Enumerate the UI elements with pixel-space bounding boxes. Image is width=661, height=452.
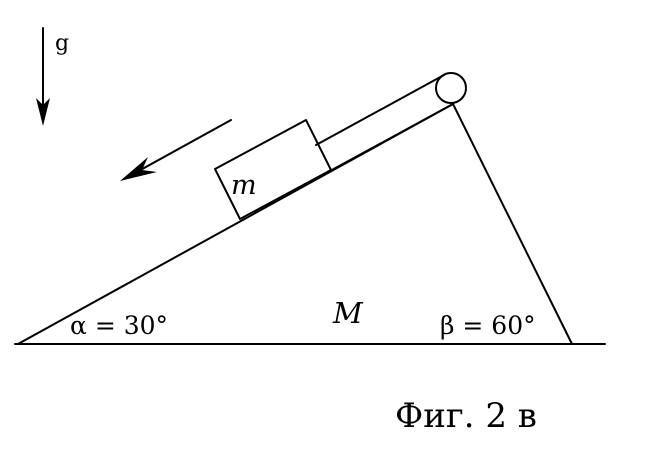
wedge-right-slope: [452, 103, 573, 345]
angle-alpha-label: α = 30°: [70, 311, 168, 340]
figure-caption: Фиг. 2 в: [395, 396, 537, 436]
motion-arrow-head-icon: [120, 157, 157, 181]
motion-arrow-shaft: [125, 119, 232, 179]
wedge-mass-label: M: [332, 296, 364, 330]
block-mass-label: m: [231, 170, 257, 201]
gravity-arrow-head-icon: [36, 98, 50, 126]
string-line-lower: [329, 103, 454, 172]
gravity-label: g: [55, 31, 69, 56]
angle-beta-label: β = 60°: [440, 311, 536, 340]
string-line: [315, 74, 445, 146]
block-m: [214, 119, 332, 220]
pulley-icon: [435, 72, 467, 104]
